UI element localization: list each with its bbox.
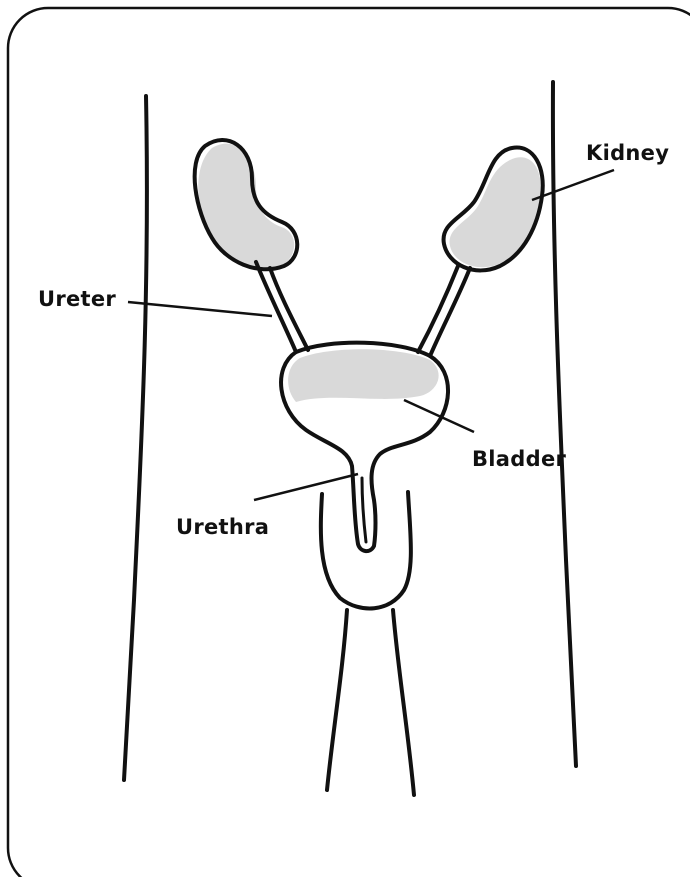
ureter-label: Ureter <box>38 287 116 311</box>
kidney-label: Kidney <box>586 141 669 165</box>
bladder-shadow <box>288 349 438 402</box>
urethra-label: Urethra <box>176 515 269 539</box>
bladder-label: Bladder <box>472 447 566 471</box>
card-frame <box>8 8 690 877</box>
